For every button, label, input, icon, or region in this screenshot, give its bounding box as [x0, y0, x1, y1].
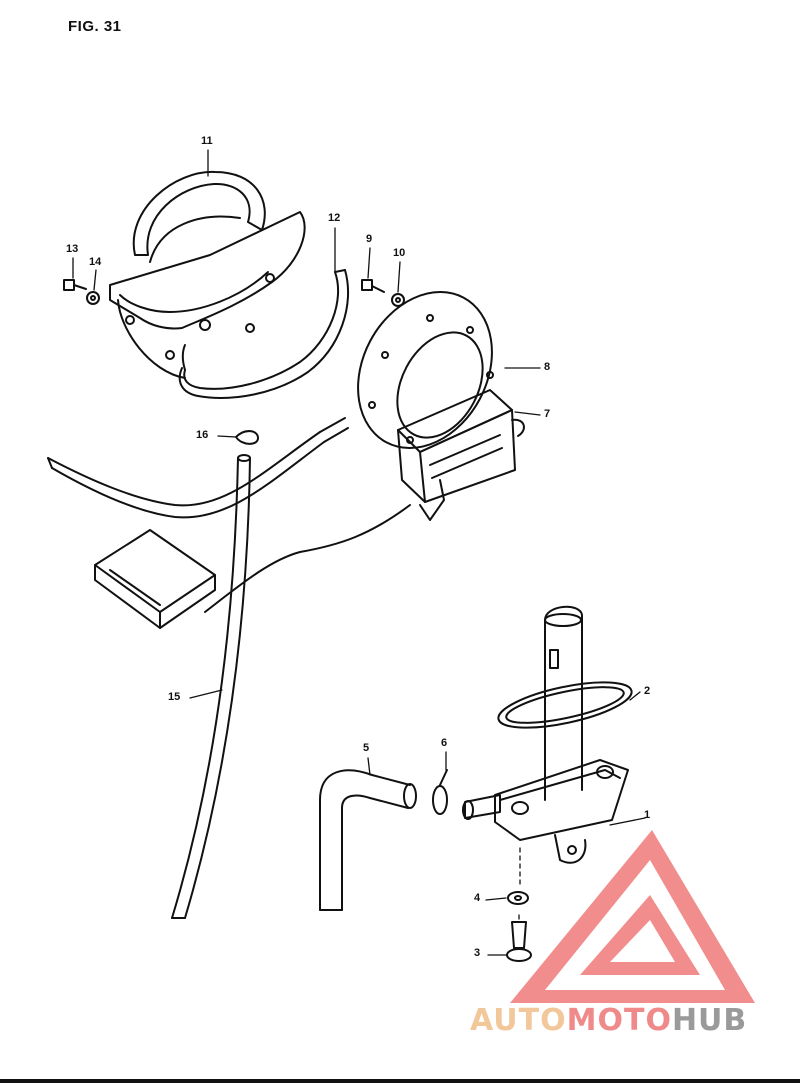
part-4-washer [507, 891, 529, 905]
part-15-hose [171, 454, 251, 919]
wire-harness [47, 417, 411, 613]
callout-9: 9 [366, 233, 373, 245]
part-2-o-ring [497, 681, 633, 729]
part-1-fuel-cock [462, 605, 629, 864]
watermark-text: AUTOMOTOHUB [470, 1003, 747, 1038]
callout-3: 3 [474, 947, 481, 959]
part-9-bolt [361, 279, 385, 293]
part-7-sender-unit [397, 389, 525, 521]
callout-2: 2 [644, 685, 651, 697]
callout-4: 4 [474, 892, 481, 904]
watermark-logo-icon [510, 830, 755, 1003]
part-12-gasket-strip [178, 269, 349, 399]
part-13-screw [63, 279, 87, 291]
callout-13: 13 [66, 243, 79, 255]
callout-8: 8 [544, 361, 551, 373]
callout-12: 12 [328, 212, 341, 224]
part-3-screw [506, 921, 532, 962]
callout-1: 1 [644, 809, 651, 821]
part-8-gauge-flange [357, 290, 494, 450]
part-5-elbow-hose [319, 769, 417, 911]
part-10-washer [391, 293, 405, 307]
wire-connector [94, 529, 216, 629]
callout-14: 14 [89, 256, 102, 268]
bottom-border [0, 1079, 800, 1083]
figure-title: FIG. 31 [68, 18, 122, 35]
part-14-washer [86, 291, 100, 305]
watermark-part-hub: HUB [671, 1003, 748, 1038]
callout-16: 16 [196, 429, 209, 441]
callout-11: 11 [201, 135, 213, 147]
watermark-part-auto: AUTO [470, 1003, 567, 1038]
callout-15: 15 [168, 691, 181, 703]
part-6-clamp [432, 769, 448, 815]
callout-7: 7 [544, 408, 551, 420]
leader-lines [72, 149, 646, 956]
callout-10: 10 [393, 247, 406, 259]
callout-5: 5 [363, 742, 370, 754]
part-16-clip [235, 430, 259, 445]
watermark-part-moto: MOTO [566, 1003, 672, 1038]
callout-6: 6 [441, 737, 448, 749]
part-11-tank-ring [109, 170, 306, 379]
